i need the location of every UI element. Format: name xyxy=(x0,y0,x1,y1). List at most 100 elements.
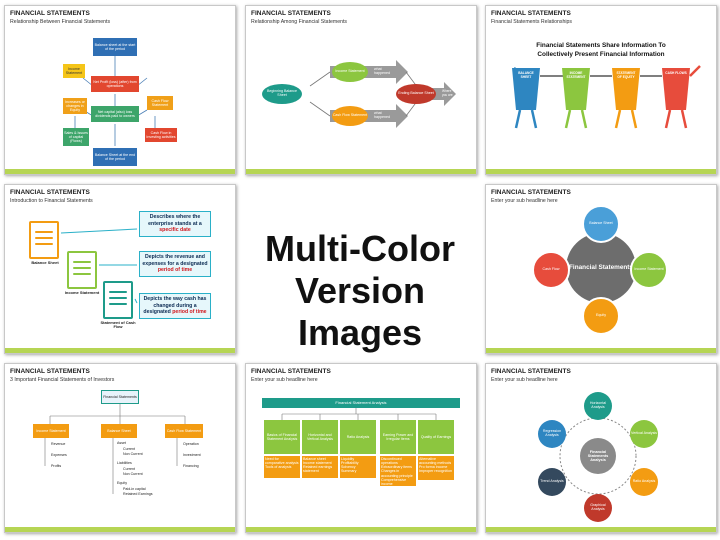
balance-sheet-label: Balance Sheet xyxy=(31,260,59,265)
center-title-line-2: Version Images xyxy=(294,270,426,353)
investing-box: Cash Flow in Investing activities xyxy=(145,128,177,142)
slide-subtitle: Enter your sub headline here xyxy=(491,198,558,204)
net-profit-box: Net Profit (loss) (after) from operation… xyxy=(91,76,139,92)
node-graphical: Graphical Analysis xyxy=(584,494,612,522)
accent-bar xyxy=(246,527,476,532)
slide-subtitle: Enter your sub headline here xyxy=(251,377,318,383)
income-statement-box: Income Statement xyxy=(63,64,85,78)
accent-bar xyxy=(246,169,476,174)
net-capital-box: Net capital (also) loss dividends paid t… xyxy=(91,106,139,122)
slide-analysis-wheel[interactable]: FINANCIAL STATEMENTS Enter your sub head… xyxy=(485,363,717,533)
balance-sheet-head: Balance Sheet xyxy=(101,424,137,438)
col-head-1: Horizontal and Vertical Analysis xyxy=(302,420,338,454)
analysis-root: Financial Statement Analysis xyxy=(262,398,460,408)
col1-item-7: Paid-in capital xyxy=(123,487,146,491)
slide-subtitle: Relationship Among Financial Statements xyxy=(251,19,348,25)
slide-subtitle: Financial Statements Relationships xyxy=(491,19,573,25)
col-head-3: Earning Power and Irregular Items xyxy=(380,420,416,454)
income-statement-label: Income Statement xyxy=(64,290,100,295)
slide-introduction[interactable]: FINANCIAL STATEMENTS Introduction to Fin… xyxy=(4,184,236,354)
col2-item-2: Financing xyxy=(183,464,199,468)
balance-sheet-doc-icon xyxy=(29,221,59,259)
col2-item-1: Investment xyxy=(183,453,201,457)
col0-item-2: Profits xyxy=(51,464,62,468)
accent-bar xyxy=(5,348,235,353)
ending-balance-ellipse: Ending Balance Sheet xyxy=(396,84,436,104)
cash-flow-box: Cash Flow Statement xyxy=(147,96,173,110)
slide-subtitle: Relationship Between Financial Statement… xyxy=(10,19,111,25)
figure-label-income: INCOME STATEMENT xyxy=(566,71,586,79)
node-regression: Regression Analysis xyxy=(538,420,566,448)
accent-bar xyxy=(486,348,716,353)
callout-balance-sheet: Describes where the enterprise stands at… xyxy=(139,211,211,237)
slide-title: FINANCIAL STATEMENTS xyxy=(10,368,90,375)
col1-item-4: Current xyxy=(123,467,135,471)
slide-title: FINANCIAL STATEMENTS xyxy=(10,189,90,196)
table-connectors xyxy=(281,408,437,420)
accent-bar xyxy=(5,527,235,532)
end-balance-box: Balance Sheet at the end of the period xyxy=(93,148,137,166)
start-balance-box: Balance sheet at the start of the period xyxy=(93,38,137,56)
sales-issues-box: Sales & Issues of capital (Flows) xyxy=(63,128,89,146)
node-equity: Equity xyxy=(582,297,620,335)
slide-subtitle: 3 Important Financial Statements of Inve… xyxy=(10,377,115,383)
cash-flow-doc-icon xyxy=(103,281,133,319)
slide-title: FINANCIAL STATEMENTS xyxy=(251,10,331,17)
flow-arrows xyxy=(74,54,156,146)
root-box: Financial Statements xyxy=(101,390,139,404)
slide-relationship-between[interactable]: FINANCIAL STATEMENTS Relationship Betwee… xyxy=(4,5,236,175)
center-title: Multi-Color Version Images xyxy=(238,228,482,354)
col1-item-3: Liabilities xyxy=(117,461,132,465)
slide-title: FINANCIAL STATEMENTS xyxy=(251,368,331,375)
heading-line-1: Financial Statements Share Information T… xyxy=(536,42,666,49)
slide-subtitle: Enter your sub headline here xyxy=(491,377,558,383)
slide-relationship-among[interactable]: FINANCIAL STATEMENTS Relationship Among … xyxy=(245,5,477,175)
cash-flow-head: Cash Flow Statement xyxy=(165,424,203,438)
slide-analysis-table[interactable]: FINANCIAL STATEMENTS Enter your sub head… xyxy=(245,363,477,533)
col1-item-1: Current xyxy=(123,447,135,451)
income-statement-head: Income Statement xyxy=(33,424,69,438)
col1-item-8: Retained Earnings xyxy=(123,492,153,496)
col1-item-2: Non Current xyxy=(123,452,143,456)
cash-flow-ellipse: Cash Flow Statement xyxy=(332,106,368,126)
node-ratio: Ratio Analysis xyxy=(630,468,658,496)
figure-label-equity: STATEMENT OF EQUITY xyxy=(616,71,636,79)
col2-item-0: Operation xyxy=(183,442,199,446)
col-head-0: Basics of Financial Statement Analysis xyxy=(264,420,300,454)
cash-flow-label: Statement of Cash Flow xyxy=(100,320,136,330)
center-circle: Financial Statements xyxy=(566,233,636,303)
slide-circle-diagram[interactable]: FINANCIAL STATEMENTS Enter your sub head… xyxy=(485,184,717,354)
slide-relationships-figures[interactable]: FINANCIAL STATEMENTS Financial Statement… xyxy=(485,5,717,175)
income-statement-ellipse: Income Statement xyxy=(332,62,368,82)
col0-item-1: Expenses xyxy=(51,453,67,457)
callout-income-statement: Depicts the revenue and expenses for a d… xyxy=(139,251,211,277)
what-happened-label: what happened xyxy=(374,67,390,75)
node-cash-flow: Cash Flow xyxy=(532,251,570,289)
heading-line-2: Collectively Present Financial Informati… xyxy=(537,51,665,58)
accent-bar xyxy=(486,169,716,174)
node-vertical: Vertical Analysis xyxy=(630,420,658,448)
col1-item-0: Asset xyxy=(117,441,126,445)
col-head-4: Quality of Earnings xyxy=(418,420,454,454)
figure-label-cashflows: CASH FLOWS xyxy=(665,71,687,75)
callout-cash-flow: Depicts the way cash has changed during … xyxy=(139,293,211,319)
slide-three-statements[interactable]: FINANCIAL STATEMENTS 3 Important Financi… xyxy=(4,363,236,533)
figure-people xyxy=(512,65,701,129)
slide-title: FINANCIAL STATEMENTS xyxy=(491,189,571,196)
col0-item-0: Revenue xyxy=(51,442,66,446)
accent-bar xyxy=(486,527,716,532)
accent-bar xyxy=(5,169,235,174)
slide-title: FINANCIAL STATEMENTS xyxy=(491,368,571,375)
wheel-arrows xyxy=(559,417,637,495)
where-you-are-label: Where you are xyxy=(304,87,321,95)
slide-subtitle: Introduction to Financial Statements xyxy=(10,198,93,204)
slide-title: FINANCIAL STATEMENTS xyxy=(491,10,571,17)
tree-connectors xyxy=(44,404,186,494)
callout-arrows xyxy=(60,228,138,304)
equity-changes-box: Increases or changes in Equity xyxy=(63,98,87,114)
node-horizontal: Horizontal Analysis xyxy=(584,392,612,420)
